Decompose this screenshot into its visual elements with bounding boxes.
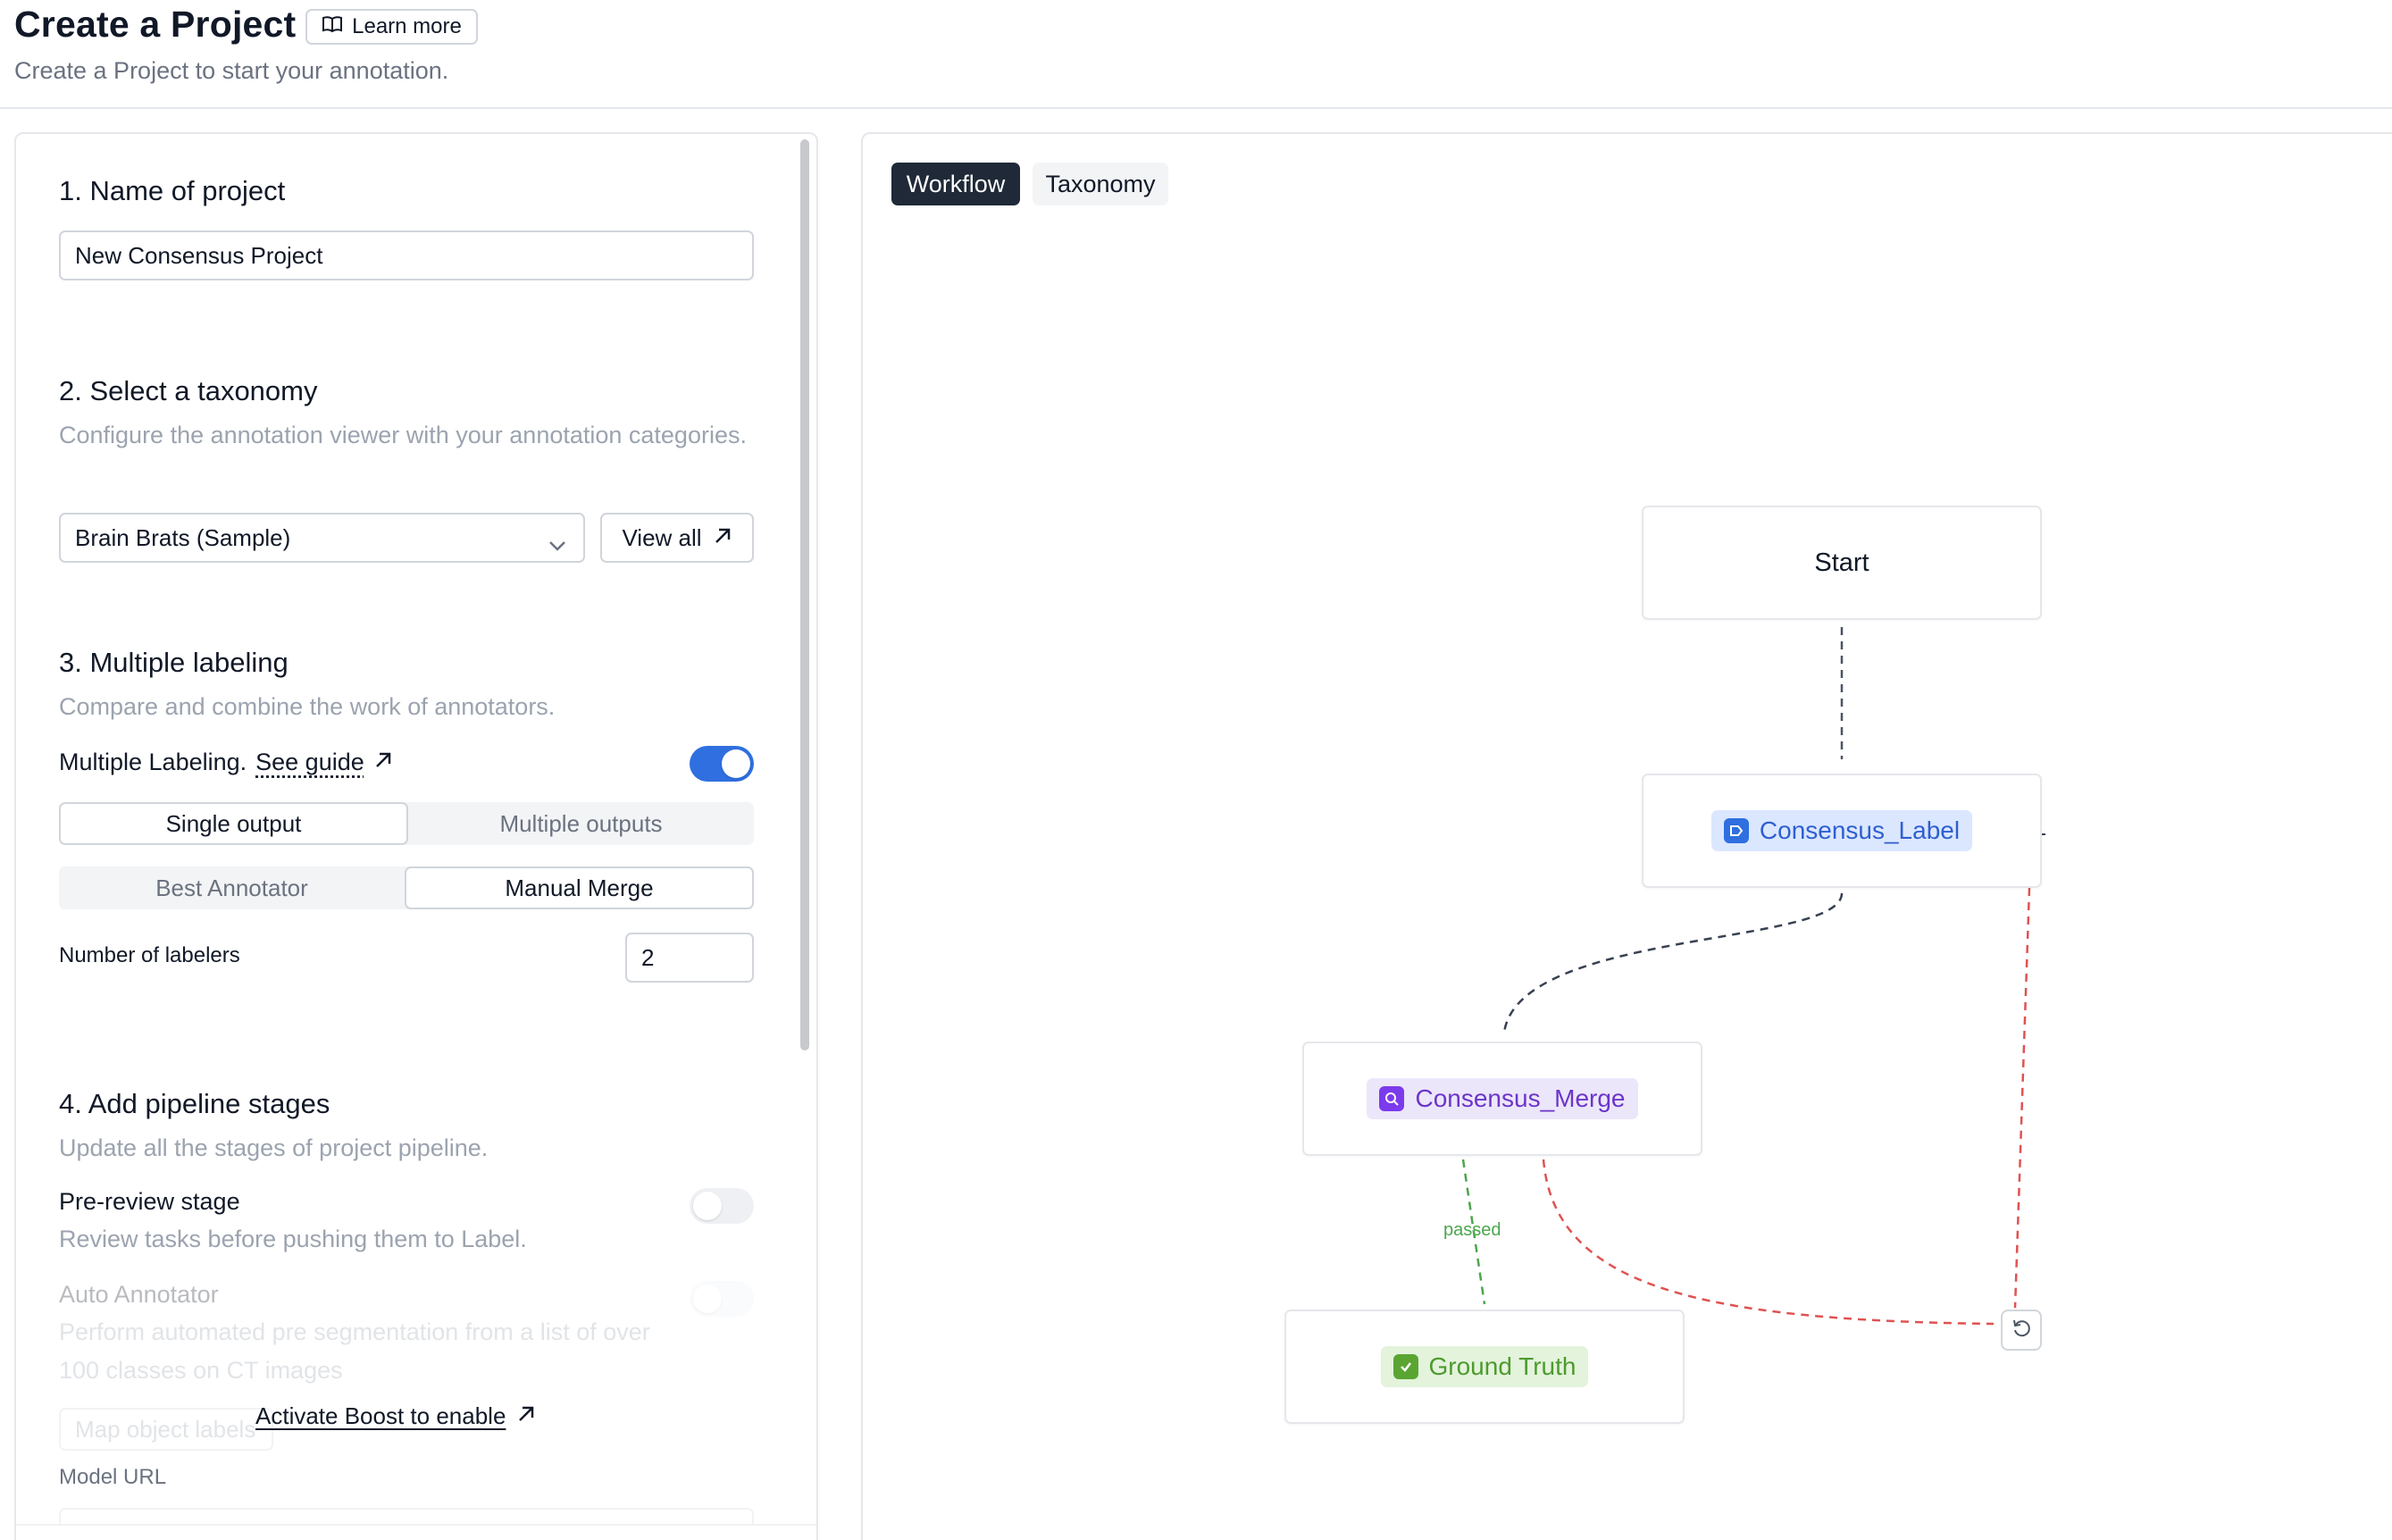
- reset-icon: [2011, 1318, 2032, 1343]
- pre-review-stage-description: Review tasks before pushing them to Labe…: [59, 1226, 527, 1252]
- external-link-icon: [713, 524, 732, 552]
- merge-mode-segmented-control: Best Annotator Manual Merge: [59, 866, 754, 909]
- pre-review-toggle[interactable]: [690, 1188, 754, 1224]
- number-of-labelers-label: Number of labelers: [59, 943, 240, 967]
- page-subtitle: Create a Project to start your annotatio…: [14, 57, 449, 84]
- chevron-down-icon: [548, 531, 567, 558]
- search-icon: [1379, 1086, 1405, 1111]
- section-multiple-labeling-title: 3. Multiple labeling: [59, 647, 289, 678]
- multiple-outputs-option[interactable]: Multiple outputs: [499, 809, 663, 837]
- see-guide-link[interactable]: See guide: [255, 749, 364, 775]
- model-url-label: Model URL: [59, 1465, 167, 1489]
- auto-annotator-toggle[interactable]: [690, 1281, 754, 1317]
- section-taxonomy-title: 2. Select a taxonomy: [59, 375, 318, 406]
- best-annotator-option[interactable]: Best Annotator: [155, 874, 308, 901]
- multiple-labeling-label: Multiple Labeling. See guide: [59, 749, 393, 776]
- manual-merge-option[interactable]: Manual Merge: [405, 866, 754, 909]
- pre-review-stage-title: Pre-review stage: [59, 1188, 240, 1215]
- multiple-labeling-toggle[interactable]: [690, 746, 754, 782]
- external-link-icon: [516, 1402, 536, 1430]
- external-link-icon: [373, 749, 393, 776]
- activate-boost-link[interactable]: Activate Boost to enable: [255, 1402, 536, 1430]
- single-output-option[interactable]: Single output: [59, 802, 408, 845]
- activate-boost-text: Activate Boost to enable: [255, 1402, 506, 1429]
- tag-icon: [1723, 818, 1749, 843]
- learn-more-label: Learn more: [352, 14, 462, 38]
- section-multiple-labeling-description: Compare and combine the work of annotato…: [59, 693, 556, 720]
- book-icon: [322, 14, 343, 39]
- project-name-input[interactable]: New Consensus Project: [59, 230, 754, 280]
- edge-passed-label: passed: [1443, 1220, 1501, 1240]
- toggle-knob: [722, 749, 750, 778]
- consensus-label-chip: Consensus_Label: [1710, 810, 1973, 851]
- map-object-labels-button[interactable]: Map object labels: [59, 1408, 273, 1451]
- number-of-labelers-input[interactable]: 2: [625, 933, 754, 983]
- taxonomy-select[interactable]: Brain Brats (Sample): [59, 513, 585, 563]
- section-pipeline-title: 4. Add pipeline stages: [59, 1088, 330, 1119]
- page-header: Create a Project Learn more Create a Pro…: [0, 0, 2392, 109]
- view-all-label: View all: [622, 523, 702, 551]
- tab-taxonomy[interactable]: Taxonomy: [1033, 163, 1168, 205]
- ground-truth-chip: Ground Truth: [1380, 1346, 1589, 1387]
- toggle-knob: [693, 1285, 722, 1313]
- consensus-label-text: Consensus_Label: [1759, 816, 1961, 844]
- number-of-labelers-value: 2: [641, 943, 655, 971]
- ground-truth-text: Ground Truth: [1428, 1352, 1577, 1380]
- form-bottom-edge: [16, 1524, 816, 1540]
- page-title: Create a Project: [14, 4, 297, 45]
- node-consensus-label[interactable]: Consensus_Label: [1642, 774, 2042, 888]
- taxonomy-selected-value: Brain Brats (Sample): [75, 523, 291, 551]
- view-all-taxonomies-button[interactable]: View all: [600, 513, 754, 563]
- consensus-merge-chip: Consensus_Merge: [1367, 1078, 1638, 1119]
- node-start-label: Start: [1814, 548, 1869, 577]
- section-taxonomy-description: Configure the annotation viewer with you…: [59, 422, 747, 448]
- project-name-value: New Consensus Project: [75, 241, 323, 269]
- form-scrollbar[interactable]: [800, 139, 809, 1050]
- output-mode-segmented-control: Single output Multiple outputs: [59, 802, 754, 845]
- consensus-merge-text: Consensus_Merge: [1415, 1084, 1626, 1112]
- multiple-labeling-text: Multiple Labeling.: [59, 749, 247, 775]
- learn-more-button[interactable]: Learn more: [305, 9, 478, 45]
- reset-button[interactable]: [2001, 1310, 2042, 1351]
- auto-annotator-description: Perform automated pre segmentation from …: [59, 1318, 650, 1384]
- auto-annotator-title: Auto Annotator: [59, 1281, 219, 1308]
- node-ground-truth[interactable]: Ground Truth: [1284, 1310, 1685, 1424]
- toggle-knob: [693, 1192, 722, 1220]
- section-name-title: 1. Name of project: [59, 175, 286, 206]
- node-start[interactable]: Start: [1642, 506, 2042, 620]
- section-pipeline-description: Update all the stages of project pipelin…: [59, 1134, 489, 1161]
- tab-workflow[interactable]: Workflow: [891, 163, 1020, 205]
- node-consensus-merge[interactable]: Consensus_Merge: [1302, 1042, 1702, 1156]
- check-icon: [1393, 1354, 1418, 1379]
